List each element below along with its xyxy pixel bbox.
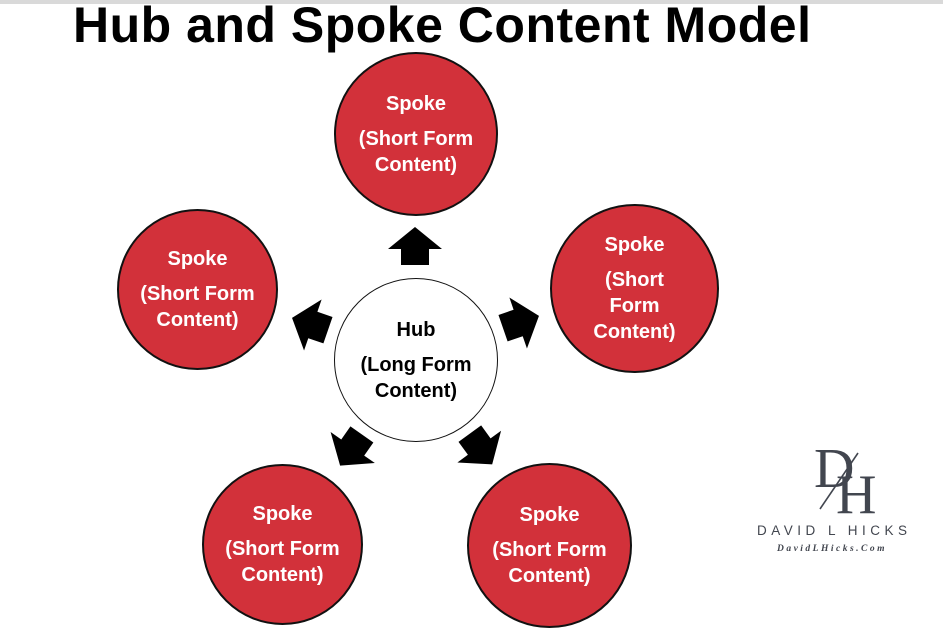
brand-website: DavidLHicks.Com — [776, 544, 888, 554]
spoke-subtitle: (Short Form Content) — [593, 269, 676, 343]
brand-monogram: D H — [814, 443, 876, 521]
arrow-right-icon — [498, 297, 539, 349]
arrow-left-icon — [292, 299, 333, 351]
spoke-circle-bottom-left: Spoke (Short Form Content) — [202, 464, 363, 625]
brand-logo: D H DAVID L HICKS DavidLHicks.Com — [757, 443, 907, 554]
spoke-label: Spoke (Short Form Content) — [208, 501, 358, 588]
spoke-label: Spoke (Short Form Content) — [584, 232, 686, 345]
slide-top-edge — [0, 0, 943, 4]
spoke-label: Spoke (Short Form Content) — [341, 91, 491, 178]
spoke-circle-right: Spoke (Short Form Content) — [550, 204, 719, 373]
logo-letter-h: H — [836, 464, 876, 521]
spoke-circle-top: Spoke (Short Form Content) — [334, 52, 498, 216]
spoke-circle-left: Spoke (Short Form Content) — [117, 209, 278, 370]
logo-slash — [819, 452, 859, 510]
spoke-title: Spoke — [604, 234, 665, 256]
logo-letter-d: D — [814, 443, 854, 500]
spoke-circle-bottom-right: Spoke (Short Form Content) — [467, 463, 632, 628]
spoke-subtitle: (Short Form Content) — [225, 538, 340, 586]
spoke-title: Spoke — [252, 503, 313, 525]
hub-label: Hub (Long Form Content) — [343, 317, 489, 404]
hub-subtitle: (Long Form Content) — [360, 353, 472, 402]
arrow-down-left-icon — [330, 426, 375, 466]
brand-name: DAVID L HICKS — [757, 523, 912, 538]
spoke-subtitle: (Short Form Content) — [492, 539, 607, 587]
page-title: Hub and Spoke Content Model — [73, 0, 812, 53]
spoke-label: Spoke (Short Form Content) — [475, 502, 625, 589]
spoke-subtitle: (Short Form Content) — [358, 127, 474, 176]
spoke-label: Spoke (Short Form Content) — [123, 246, 273, 333]
spoke-title: Spoke — [385, 92, 447, 115]
arrow-up-icon — [388, 227, 442, 265]
hub-title: Hub — [396, 318, 436, 341]
spoke-title: Spoke — [519, 504, 580, 526]
arrow-down-right-icon — [457, 425, 502, 465]
hub-circle: Hub (Long Form Content) — [334, 278, 498, 442]
spoke-subtitle: (Short Form Content) — [140, 283, 255, 331]
spoke-title: Spoke — [167, 248, 228, 270]
